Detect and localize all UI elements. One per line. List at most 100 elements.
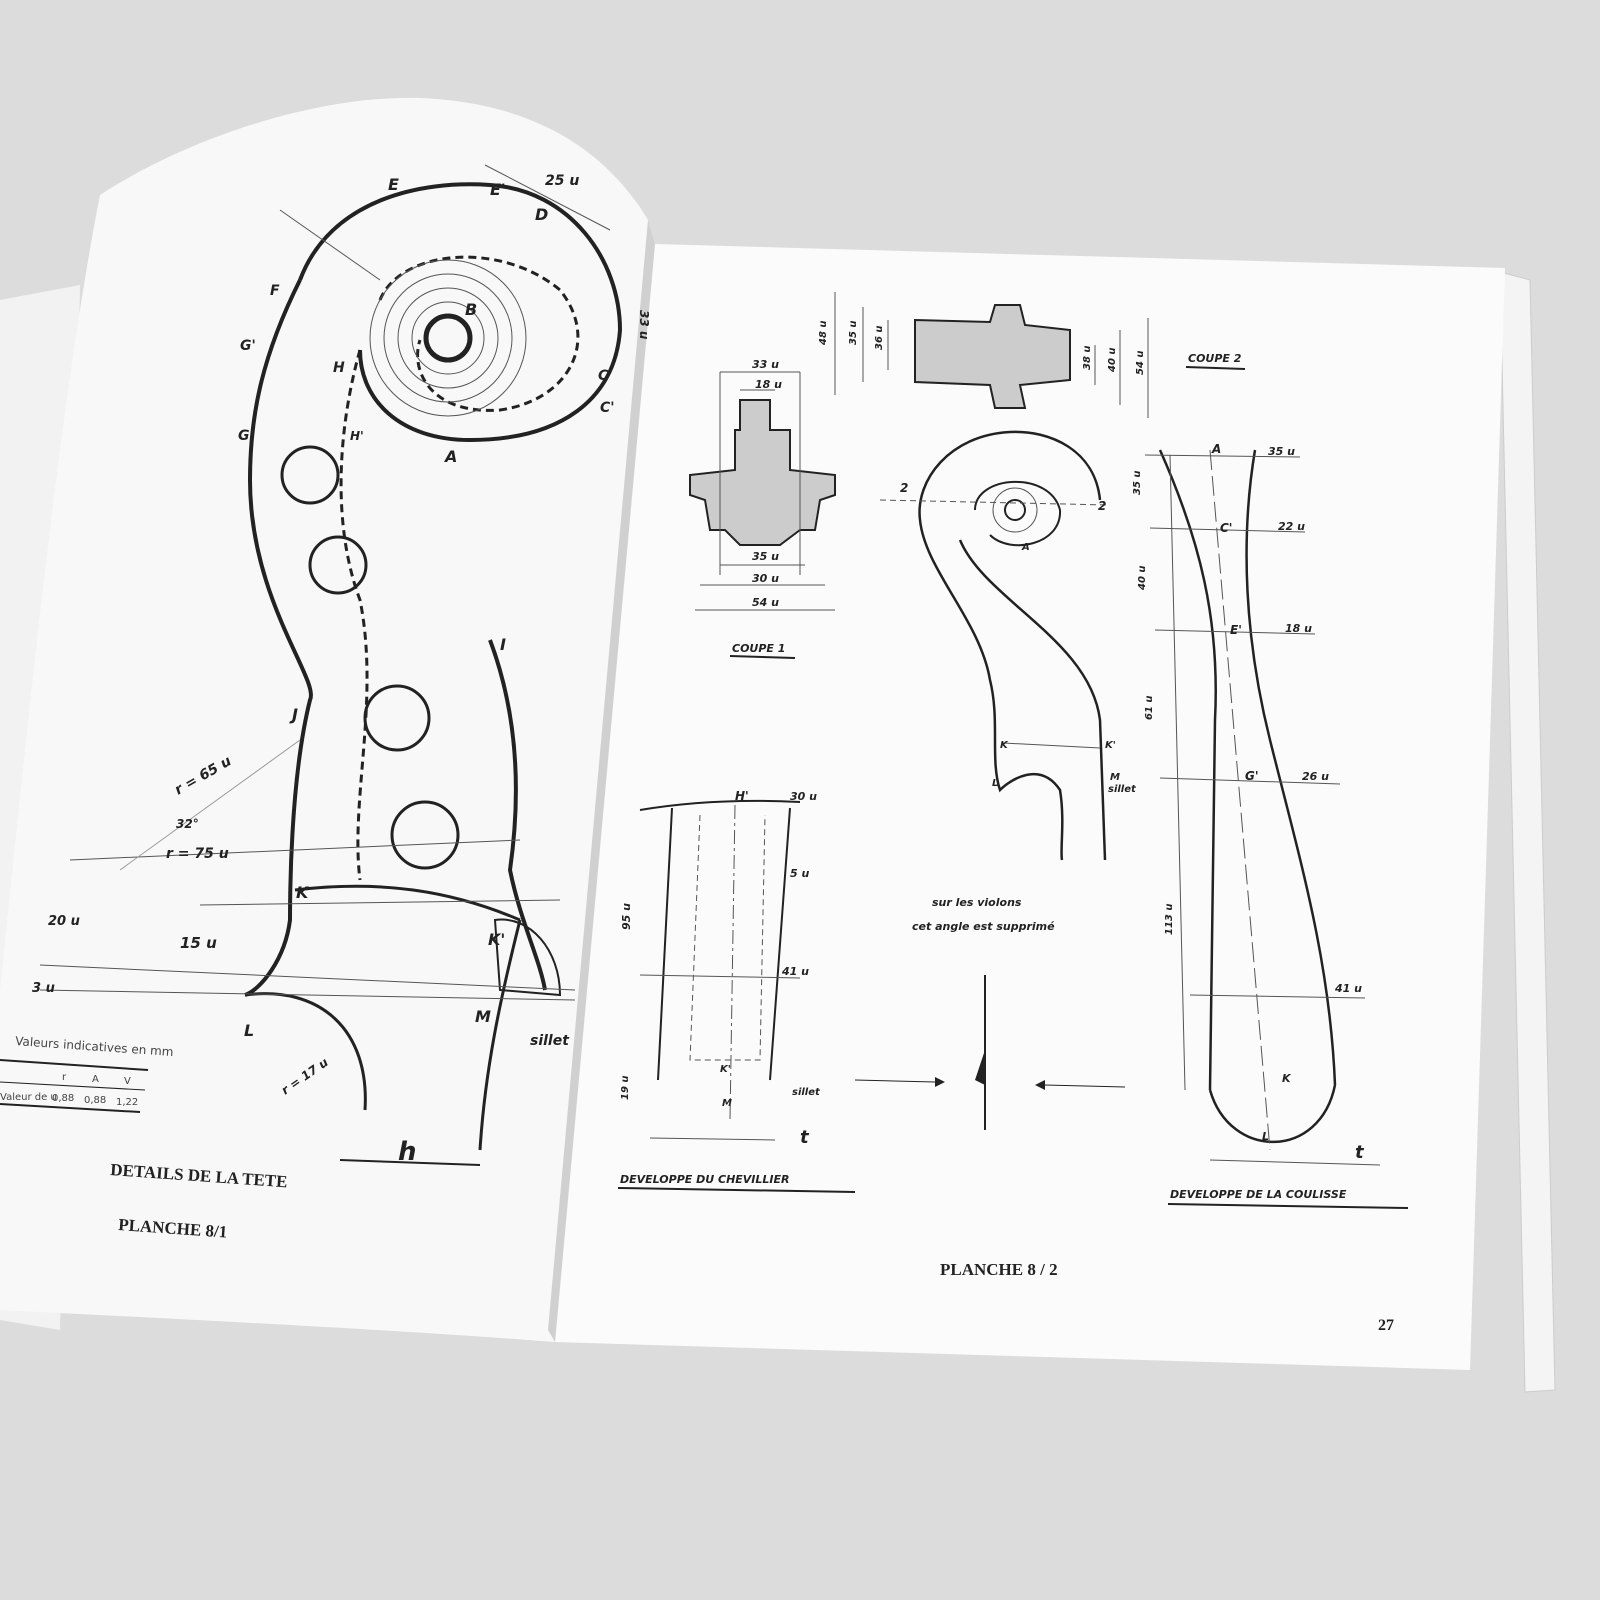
right-page xyxy=(555,244,1505,1370)
svg-text:18 u: 18 u xyxy=(755,378,782,391)
svg-text:18 u: 18 u xyxy=(1285,622,1312,635)
svg-text:A: A xyxy=(443,447,457,466)
coupe-1-drawing: 33 u 18 u 35 u 30 u 54 u COUPE 1 xyxy=(689,358,836,659)
svg-text:B: B xyxy=(465,300,477,319)
svg-text:sillet: sillet xyxy=(1108,784,1137,795)
svg-text:32°: 32° xyxy=(176,817,199,831)
svg-text:2: 2 xyxy=(1098,499,1106,513)
svg-text:40 u: 40 u xyxy=(1137,565,1148,591)
scroll-head-drawing xyxy=(39,164,623,1166)
svg-text:K': K' xyxy=(1105,740,1116,751)
svg-text:K: K xyxy=(1000,740,1009,751)
svg-text:K: K xyxy=(296,883,310,902)
note-line-1: sur les violons xyxy=(932,896,1022,909)
svg-text:5 u: 5 u xyxy=(790,867,809,880)
svg-text:54 u: 54 u xyxy=(752,596,779,609)
peg-hole xyxy=(308,535,368,595)
svg-text:r = 75 u: r = 75 u xyxy=(166,846,229,862)
svg-text:J: J xyxy=(289,705,298,724)
svg-text:COUPE 2: COUPE 2 xyxy=(1188,352,1242,365)
peg-hole xyxy=(280,445,340,505)
svg-text:2: 2 xyxy=(900,481,908,495)
svg-text:t: t xyxy=(1355,1142,1365,1163)
svg-text:L: L xyxy=(992,778,998,789)
svg-text:G: G xyxy=(238,428,250,444)
svg-text:sillet: sillet xyxy=(792,1087,821,1098)
svg-text:0,88: 0,88 xyxy=(84,1095,106,1106)
peg-hole xyxy=(363,684,431,752)
svg-text:E': E' xyxy=(490,180,506,199)
svg-text:M: M xyxy=(1110,772,1120,783)
svg-text:M: M xyxy=(475,1007,491,1026)
svg-text:COUPE 1: COUPE 1 xyxy=(732,642,785,655)
svg-text:E: E xyxy=(388,175,399,194)
svg-text:19 u: 19 u xyxy=(620,1075,631,1100)
svg-text:25 u: 25 u xyxy=(545,173,579,189)
svg-text:48 u: 48 u xyxy=(818,320,829,346)
angle-detail-drawing xyxy=(854,975,1126,1130)
coupe-2-drawing: 48 u 35 u 36 u 38 u 40 u 54 u COUPE 2 xyxy=(818,292,1246,418)
svg-text:0,88: 0,88 xyxy=(52,1093,74,1104)
svg-text:54 u: 54 u xyxy=(1135,350,1146,375)
svg-text:C: C xyxy=(598,368,609,384)
book-cover-edge xyxy=(1499,271,1556,1393)
svg-text:K': K' xyxy=(720,1064,731,1075)
svg-text:M: M xyxy=(722,1098,732,1109)
svg-text:A: A xyxy=(92,1074,99,1085)
svg-text:DEVELOPPE DE LA COULISSE: DEVELOPPE DE LA COULISSE xyxy=(1170,1188,1347,1201)
svg-text:H: H xyxy=(333,360,345,376)
left-page xyxy=(0,97,655,1342)
svg-text:E': E' xyxy=(1230,623,1242,637)
svg-text:A: A xyxy=(1211,442,1221,456)
svg-text:C': C' xyxy=(1220,521,1232,535)
peg-hole xyxy=(390,800,460,870)
svg-text:35 u: 35 u xyxy=(1132,470,1143,495)
svg-text:F: F xyxy=(270,283,280,299)
svg-text:D: D xyxy=(535,205,548,224)
svg-text:G': G' xyxy=(1245,769,1259,783)
svg-text:22 u: 22 u xyxy=(1278,520,1305,533)
svg-text:30 u: 30 u xyxy=(790,790,817,803)
svg-text:38 u: 38 u xyxy=(1082,345,1093,370)
svg-text:t: t xyxy=(800,1127,810,1148)
chevillier-drawing: H' 30 u 5 u 95 u 41 u K' M 19 u sillet t… xyxy=(617,789,856,1193)
svg-text:35 u: 35 u xyxy=(1268,445,1295,458)
right-plate-number: PLANCHE 8 / 2 xyxy=(940,1260,1058,1279)
svg-text:15 u: 15 u xyxy=(180,934,217,952)
svg-text:L: L xyxy=(244,1021,254,1040)
svg-text:33 u: 33 u xyxy=(637,310,651,340)
svg-text:41 u: 41 u xyxy=(781,965,809,978)
svg-text:H': H' xyxy=(350,429,364,443)
svg-text:35 u: 35 u xyxy=(848,320,859,345)
svg-text:K': K' xyxy=(488,930,505,949)
note-line-2: cet angle est supprimé xyxy=(912,920,1055,933)
svg-text:A: A xyxy=(1021,542,1030,553)
svg-text:41 u: 41 u xyxy=(1334,982,1362,995)
svg-text:sillet: sillet xyxy=(530,1033,570,1049)
svg-text:20 u: 20 u xyxy=(48,914,80,929)
svg-text:I: I xyxy=(500,635,506,654)
page-number: 27 xyxy=(1378,1317,1394,1334)
svg-text:H': H' xyxy=(735,789,749,803)
svg-text:113 u: 113 u xyxy=(1164,904,1175,935)
svg-text:L: L xyxy=(1262,1130,1269,1143)
svg-text:DEVELOPPE DU CHEVILLIER: DEVELOPPE DU CHEVILLIER xyxy=(620,1173,790,1186)
svg-text:35 u: 35 u xyxy=(752,550,779,563)
svg-text:C': C' xyxy=(600,400,615,416)
svg-text:3 u: 3 u xyxy=(32,981,55,996)
svg-text:V: V xyxy=(124,1076,131,1087)
svg-text:1,22: 1,22 xyxy=(116,1097,138,1108)
scroll-point-labels: E E' D A B C C' F G G' H H' I J K K' L M xyxy=(238,175,615,1040)
scroll-profile-drawing: 2 2 K K' M sillet L A xyxy=(879,430,1137,861)
svg-text:61 u: 61 u xyxy=(1144,695,1155,720)
svg-text:33 u: 33 u xyxy=(752,358,779,371)
svg-text:40 u: 40 u xyxy=(1107,347,1118,373)
svg-text:30 u: 30 u xyxy=(752,572,779,585)
svg-text:G': G' xyxy=(240,338,256,354)
book-gutter xyxy=(548,220,655,1342)
coulisse-drawing: A 35 u 35 u C' 22 u 40 u E' 18 u 61 u G'… xyxy=(1132,442,1409,1209)
svg-text:r: r xyxy=(62,1072,67,1083)
svg-text:K: K xyxy=(1282,1072,1292,1085)
svg-text:h: h xyxy=(398,1137,417,1167)
